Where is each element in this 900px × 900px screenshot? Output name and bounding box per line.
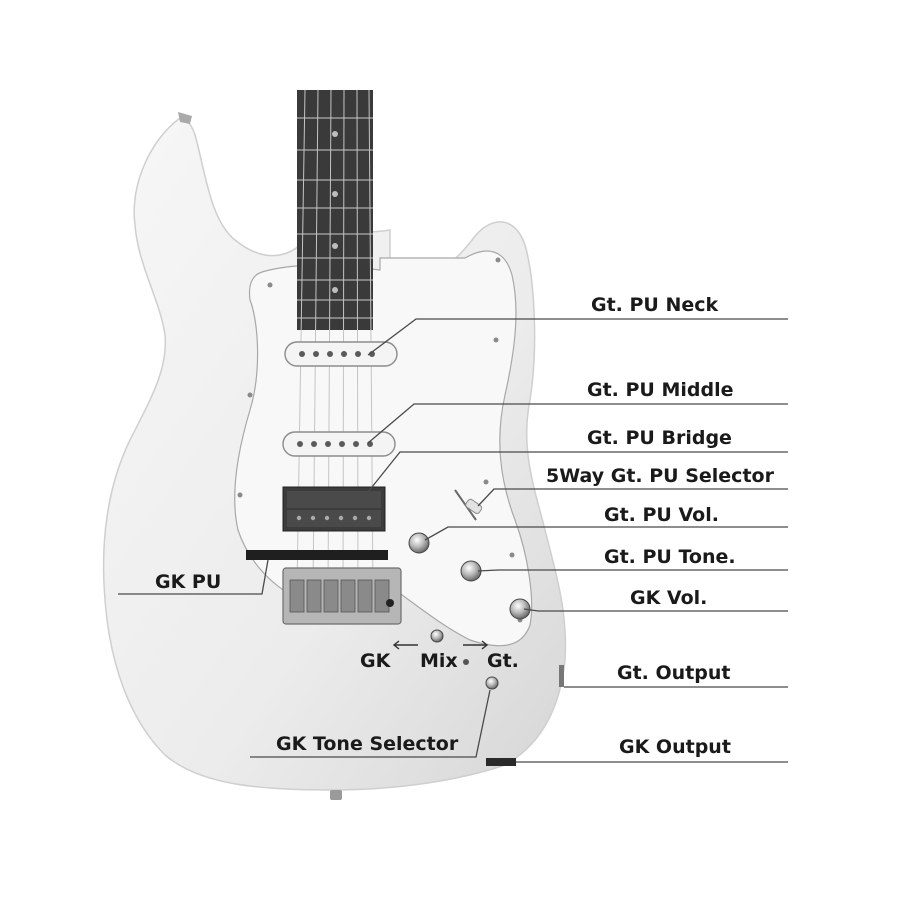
- gt-output-jack: [559, 665, 564, 687]
- label-switch-mix: Mix: [420, 650, 458, 672]
- gk-switch-screw: [463, 659, 469, 665]
- pickup-selector-switch[interactable]: [454, 489, 483, 521]
- gk-output-jack: [486, 758, 516, 766]
- label-gk-output: GK Output: [619, 736, 731, 758]
- bridge-pickup: [282, 486, 386, 532]
- label-gk-pu: GK PU: [155, 571, 221, 593]
- neck-pickup: [284, 341, 398, 367]
- label-gt-pu-vol: Gt. PU Vol.: [604, 504, 719, 526]
- gk-pickup: [246, 550, 388, 560]
- label-gk-vol: GK Vol.: [630, 587, 707, 609]
- switch-arrows: [392, 640, 489, 650]
- label-switch-gk: GK: [360, 650, 392, 672]
- strap-button-bottom: [330, 790, 342, 800]
- leader-lines: [118, 318, 788, 763]
- label-gt-pu-tone: Gt. PU Tone.: [604, 546, 736, 568]
- label-switch-gt: Gt.: [487, 650, 519, 672]
- gt-pu-vol-knob[interactable]: [408, 532, 430, 554]
- gk-vol-knob[interactable]: [509, 598, 531, 620]
- gk-tone-selector-knob[interactable]: [485, 676, 499, 690]
- label-gk-tone-selector: GK Tone Selector: [276, 733, 459, 755]
- tremolo-bridge: [282, 567, 402, 625]
- label-gt-pu-neck: Gt. PU Neck: [591, 294, 719, 316]
- gk-mix-switch[interactable]: [430, 629, 444, 643]
- strap-button-top: [178, 112, 192, 124]
- label-pu-selector: 5Way Gt. PU Selector: [546, 465, 775, 487]
- label-gt-pu-middle: Gt. PU Middle: [587, 379, 734, 401]
- label-gt-output: Gt. Output: [617, 662, 730, 684]
- middle-pickup: [282, 431, 396, 457]
- label-gt-pu-bridge: Gt. PU Bridge: [587, 427, 732, 449]
- neck: [297, 90, 373, 330]
